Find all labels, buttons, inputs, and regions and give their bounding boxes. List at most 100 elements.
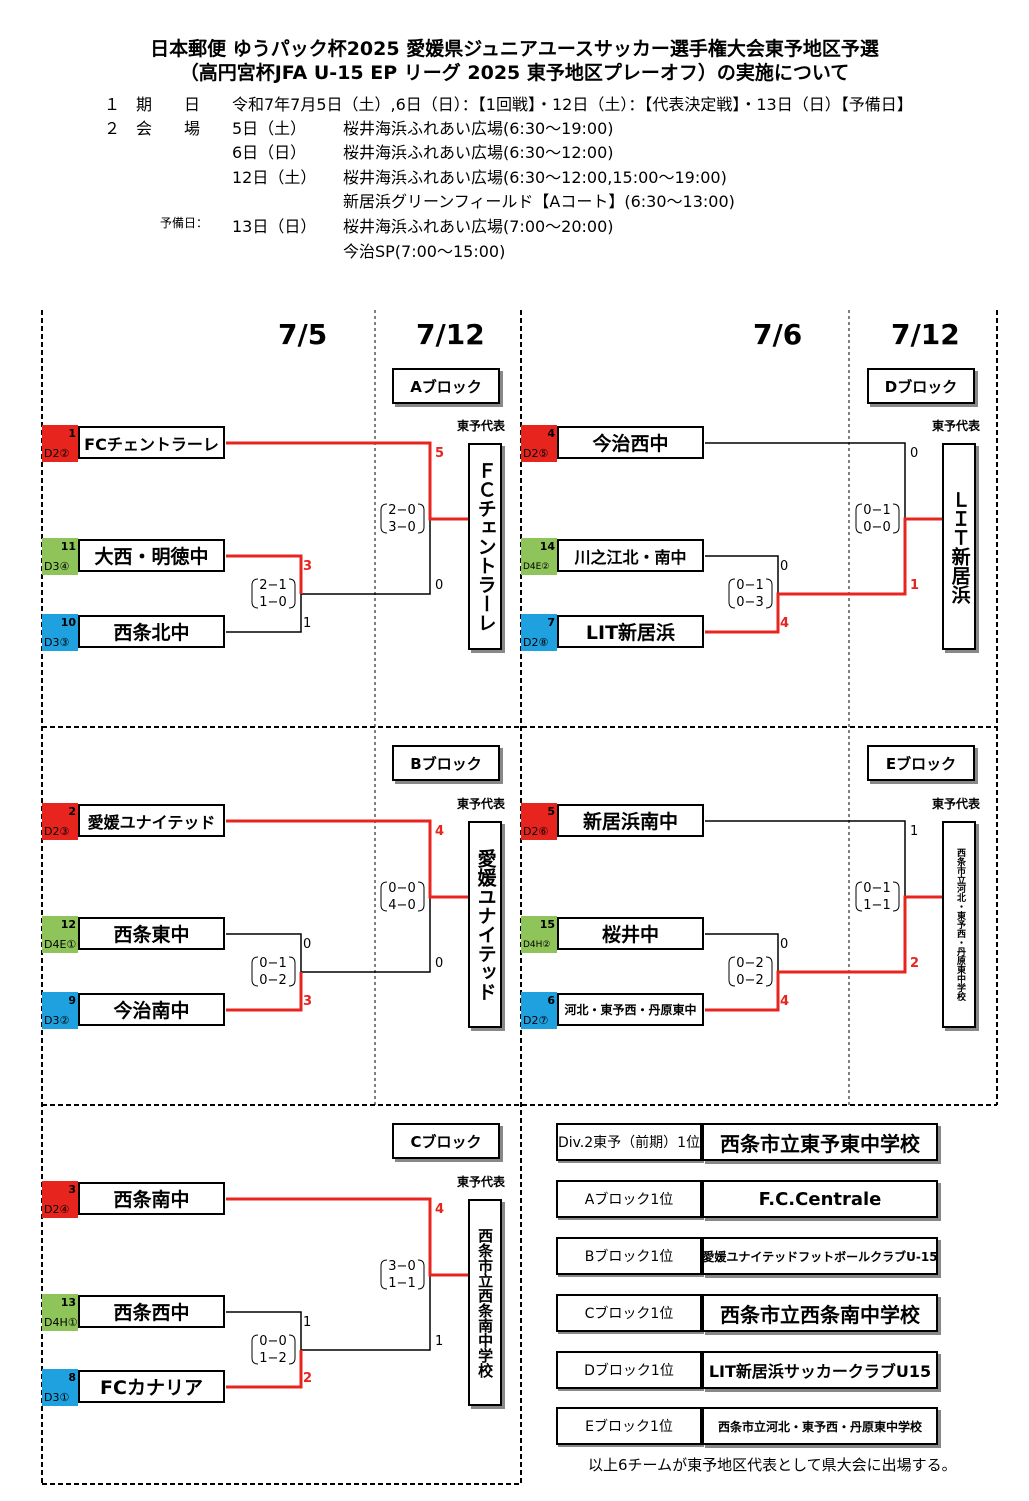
result-label: Bブロック1位	[556, 1237, 702, 1275]
document-title: 日本郵便 ゆうパック杯2025 愛媛県ジュニアユースサッカー選手権大会東予地区予…	[150, 38, 879, 60]
result-row: Bブロック1位 愛媛ユナイテッドフットボールクラブU-15	[556, 1237, 938, 1275]
final-score-top: 4	[435, 1202, 445, 1217]
team-saijo-minami: 西条南中	[78, 1182, 225, 1215]
block-b-winner: 愛媛ユナイテッド	[468, 821, 502, 1028]
result-team: 西条市立東予東中学校	[702, 1123, 938, 1161]
result-row: Aブロック1位 F.C.Centrale	[556, 1180, 938, 1218]
team-sakurai: 桜井中	[557, 917, 704, 950]
rep-label: 東予代表	[932, 419, 981, 433]
result-row: Div.2東予（前期）1位 西条市立東予東中学校	[556, 1123, 938, 1161]
venue-label: ２ 会 場	[104, 119, 201, 138]
team-kawakita-toyonishi-tanbarahigashi: 河北・東予西・丹原東中	[557, 993, 704, 1026]
period-label: １ 期 日	[104, 95, 201, 114]
venue-place: 桜井海浜ふれあい広場(7:00～20:00)	[343, 217, 614, 236]
venue-day: 12日（土）	[232, 168, 317, 187]
semi-sub-score-1: 0−2	[736, 956, 764, 971]
final-score-top: 0	[910, 446, 919, 461]
result-label: Eブロック1位	[556, 1407, 702, 1445]
result-label: Aブロック1位	[556, 1180, 702, 1218]
semi-score-top: 0	[780, 559, 789, 574]
footer-note: 以上6チームが東予地区代表として県大会に出場する。	[588, 1456, 957, 1474]
final-score-top: 4	[435, 824, 445, 839]
semi-score-bottom: 3	[303, 994, 313, 1009]
block-b-label: Bブロック	[392, 745, 500, 781]
semi-score-bottom: 1	[303, 616, 312, 631]
block-c-winner: 西条市立西条南中学校	[468, 1199, 502, 1406]
block-a-label: Aブロック	[392, 368, 500, 404]
rep-label: 東予代表	[457, 419, 506, 433]
semi-sub-score-1: 0−1	[259, 956, 287, 971]
result-label: Cブロック1位	[556, 1294, 702, 1332]
semi-sub-score-1: 2−1	[259, 578, 287, 593]
date-round1-right: 7/6	[753, 318, 803, 351]
result-team: 西条市立河北・東予西・丹原東中学校	[702, 1407, 938, 1445]
block-e-label: Eブロック	[867, 745, 975, 781]
semi-score-top: 1	[303, 1315, 312, 1330]
semi-sub-score-1: 0−1	[736, 578, 764, 593]
team-fc-canaria: FCカナリア	[78, 1370, 225, 1403]
team-saijo-nishi: 西条西中	[78, 1295, 225, 1328]
venue-place: 今治SP(7:00～15:00)	[343, 242, 506, 261]
venue-place: 新居浜グリーンフィールド【Aコート】(6:30～13:00)	[343, 192, 735, 211]
team-lit-niihama: LIT新居浜	[557, 615, 704, 648]
final-sub-score-2: 4−0	[388, 898, 416, 913]
result-team: LIT新居浜サッカークラブU15	[702, 1351, 938, 1389]
semi-sub-score-2: 1−2	[259, 1351, 287, 1366]
rep-label: 東予代表	[457, 797, 506, 811]
semi-sub-score-2: 1−0	[259, 595, 287, 610]
final-sub-score-1: 0−1	[863, 503, 891, 518]
final-score-bottom: 1	[435, 1334, 444, 1349]
rep-label: 東予代表	[457, 1175, 506, 1189]
period-value: 令和7年7月5日（土）,6日（日）：【1回戦】・12日（土）：【代表決定戦】・1…	[232, 95, 913, 114]
venue-day: 6日（日）	[232, 143, 307, 162]
document-subtitle: （高円宮杯JFA U-15 EP リーグ 2025 東予地区プレーオフ）の実施に…	[179, 62, 850, 84]
final-score-bottom: 2	[910, 956, 920, 971]
semi-score-top: 3	[303, 559, 313, 574]
venue-place: 桜井海浜ふれあい広場(6:30～19:00)	[343, 119, 614, 138]
final-sub-score-2: 3−0	[388, 520, 416, 535]
semi-score-bottom: 4	[780, 994, 790, 1009]
result-row: Cブロック1位 西条市立西条南中学校	[556, 1294, 938, 1332]
team-kawanoe-kita-minami: 川之江北・南中	[557, 539, 704, 572]
team-ehime-united: 愛媛ユナイテッド	[78, 804, 225, 837]
semi-score-top: 0	[780, 937, 789, 952]
final-sub-score-1: 0−0	[388, 881, 416, 896]
date-round2-right: 7/12	[891, 318, 960, 351]
venue-place: 桜井海浜ふれあい広場(6:30～12:00)	[343, 143, 614, 162]
block-d-label: Dブロック	[867, 368, 975, 404]
semi-score-bottom: 2	[303, 1371, 313, 1386]
team-fc-centrale: FCチェントラーレ	[78, 426, 225, 459]
final-sub-score-1: 2−0	[388, 503, 416, 518]
team-imabari-minami: 今治南中	[78, 993, 225, 1026]
final-score-top: 1	[910, 824, 919, 839]
result-team: 愛媛ユナイテッドフットボールクラブU-15	[702, 1237, 938, 1275]
semi-sub-score-1: 0−0	[259, 1334, 287, 1349]
final-sub-score-2: 1−1	[863, 898, 891, 913]
venue-place: 桜井海浜ふれあい広場(6:30～12:00,15:00～19:00)	[343, 168, 727, 187]
semi-sub-score-2: 0−2	[259, 973, 287, 988]
final-score-top: 5	[435, 446, 445, 461]
rep-label: 東予代表	[932, 797, 981, 811]
block-d-winner: ＬＩＴ新居浜	[942, 443, 976, 650]
block-c-label: Cブロック	[392, 1123, 500, 1159]
reserve-label: 予備日：	[160, 216, 209, 230]
team-niihama-minami: 新居浜南中	[557, 804, 704, 837]
result-row: Dブロック1位 LIT新居浜サッカークラブU15	[556, 1351, 938, 1389]
date-round2-left: 7/12	[416, 318, 485, 351]
block-e-winner: 西条市立河北・東予西・丹原東中学校	[942, 821, 976, 1028]
team-imabari-nishi: 今治西中	[557, 426, 704, 459]
venue-day: 5日（土）	[232, 119, 307, 138]
final-score-bottom: 0	[435, 956, 444, 971]
date-round1-left: 7/5	[278, 318, 328, 351]
